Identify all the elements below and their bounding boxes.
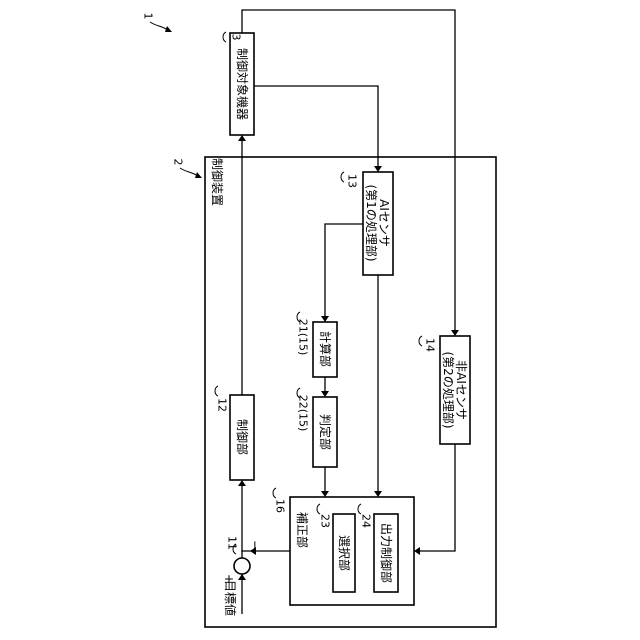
ref-control-unit: 12: [216, 398, 229, 412]
ref-summing-point: 11: [226, 536, 239, 550]
leader-system: [150, 22, 168, 30]
arrowhead-non-ai-into-correction: [414, 547, 420, 555]
leader-device-arrow: [195, 172, 202, 178]
arrowhead-into-judgment: [321, 391, 329, 397]
label-calculation-unit: 計算部: [318, 331, 333, 367]
label-control-device: 制御装置: [210, 158, 225, 206]
label-ai-sensor-line2: (第1の処理部): [364, 185, 379, 262]
arrowhead-target-value-into-summing: [238, 574, 246, 580]
ref-device: 2: [172, 159, 185, 166]
leader-correction-unit: [273, 488, 276, 498]
wire-target-to-non-ai-sensor: [242, 10, 455, 330]
leader-device: [180, 168, 198, 176]
wire-ai-to-calculation: [325, 224, 363, 316]
leader-target: [223, 32, 226, 42]
leader-control-unit: [215, 386, 218, 396]
arrowhead-judgment-into-correction: [321, 491, 329, 497]
label-non-ai-sensor-line2: (第2の処理部): [441, 352, 456, 429]
sign-plus: +: [222, 574, 236, 584]
arrowhead-into-ai-sensor: [374, 166, 382, 172]
arrowhead-into-target-device: [238, 135, 246, 141]
label-selection-unit: 選択部: [337, 535, 352, 571]
label-non-ai-sensor-line1: 非AIセンサ: [454, 360, 468, 420]
arrowhead-into-non-ai-sensor: [451, 330, 459, 336]
ref-ai-sensor: 13: [346, 174, 359, 188]
ref-calculation-unit: 21(15): [297, 319, 310, 356]
label-target-value: 目標値: [223, 580, 238, 616]
wire-non-ai-to-correction: [420, 444, 455, 551]
label-output-control-unit: 出力制御部: [379, 523, 394, 583]
ref-selection-unit: 23: [319, 514, 332, 528]
leader-non-ai-sensor: [419, 336, 422, 346]
wire-target-to-ai-sensor: [254, 86, 378, 166]
ref-judgment-unit: 22(15): [297, 395, 310, 432]
arrowhead-into-control: [238, 480, 246, 486]
label-correction-unit: 補正部: [295, 512, 310, 548]
arrowhead-into-calculation: [321, 316, 329, 322]
label-control-unit: 制御部: [235, 419, 250, 455]
leader-ai-sensor: [341, 172, 344, 182]
label-judgment-unit: 判定部: [318, 414, 333, 450]
ref-target: 3: [230, 34, 243, 41]
ref-output-control-unit: 24: [360, 514, 373, 528]
sign-minus: −: [248, 540, 262, 550]
ref-correction-unit: 16: [274, 499, 287, 513]
label-control-target-device: 制御対象機器: [235, 48, 250, 120]
summing-point: [234, 558, 250, 574]
label-ai-sensor-line1: AIセンサ: [377, 199, 391, 247]
arrowhead-ai-into-correction: [374, 491, 382, 497]
ref-non-ai-sensor: 14: [424, 338, 437, 352]
ref-system: 1: [142, 13, 155, 20]
leader-system-arrow: [165, 26, 172, 32]
